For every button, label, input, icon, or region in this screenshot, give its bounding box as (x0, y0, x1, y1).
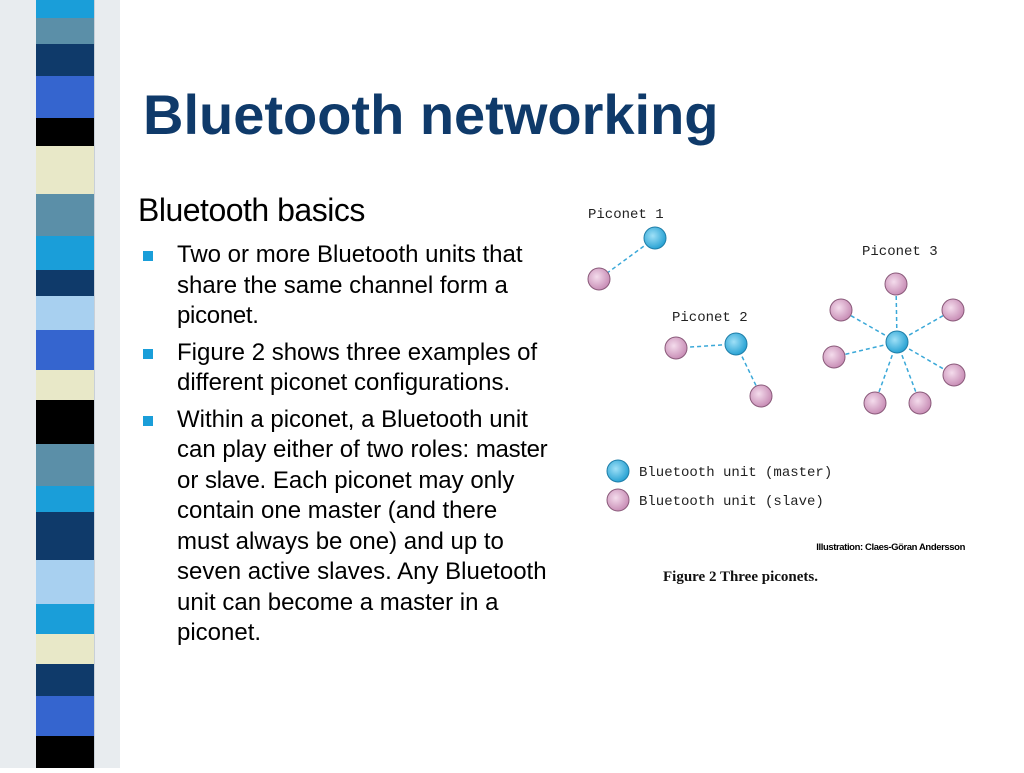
square-bullet-icon (143, 415, 153, 426)
bullet-text: Within a piconet, a Bluetooth unit can p… (177, 405, 528, 464)
slave-unit-icon (749, 384, 773, 408)
legend-slave-label: Bluetooth unit (slave) (639, 494, 824, 510)
piconet-link (598, 237, 656, 280)
legend-master-label: Bluetooth unit (master) (639, 465, 832, 481)
square-bullet-icon (143, 251, 153, 261)
bullet-text: . Each piconet may only contain one mast… (177, 466, 547, 647)
slave-unit-icon (829, 298, 853, 322)
slave-unit-icon (863, 391, 887, 415)
bullet-item: Within a piconet, a Bluetooth unit can p… (140, 405, 550, 649)
slave-unit-icon (884, 272, 908, 296)
bullet-text: Two or more Bluetooth units that share t… (177, 241, 523, 299)
slave-unit-icon (822, 345, 846, 369)
slide-title: Bluetooth networking (143, 83, 719, 146)
figure-caption: Figure 2 Three piconets. (663, 569, 818, 585)
master-unit-icon (724, 332, 748, 356)
slave-unit-icon (942, 363, 966, 387)
master-unit-icon (643, 226, 667, 250)
bullet-keyword: piconet (177, 302, 253, 329)
bullet-item: Two or more Bluetooth units that share t… (140, 240, 550, 332)
piconet-figure: Piconet 1 Piconet 2 Piconet 3 Bluetooth … (587, 207, 966, 585)
legend-slave-icon (606, 488, 630, 512)
legend-master-icon (606, 459, 630, 483)
decorative-stripe-column (0, 0, 120, 768)
bullet-item: Figure 2 shows three examples of differe… (140, 338, 550, 399)
stripe-pattern (0, 0, 120, 768)
piconet-2-label: Piconet 2 (672, 310, 748, 326)
slave-unit-icon (664, 336, 688, 360)
piconet-1-label: Piconet 1 (588, 207, 664, 223)
section-subtitle: Bluetooth basics (138, 192, 365, 228)
master-unit-icon (885, 330, 909, 354)
bullet-keyword: master (475, 436, 548, 463)
square-bullet-icon (143, 348, 153, 359)
slave-unit-icon (908, 391, 932, 415)
bullet-text: or (177, 466, 206, 494)
bullet-text: . (252, 302, 259, 329)
bullet-keyword: slave (205, 466, 260, 494)
piconet-3-label: Piconet 3 (862, 244, 938, 260)
bullet-text: Figure 2 shows three examples of differe… (177, 338, 538, 397)
slave-unit-icon (941, 298, 965, 322)
bullet-list: Two or more Bluetooth units that share t… (140, 240, 550, 655)
illustration-credit: Illustration: Claes-Göran Andersson (816, 542, 965, 553)
slave-unit-icon (587, 267, 611, 291)
